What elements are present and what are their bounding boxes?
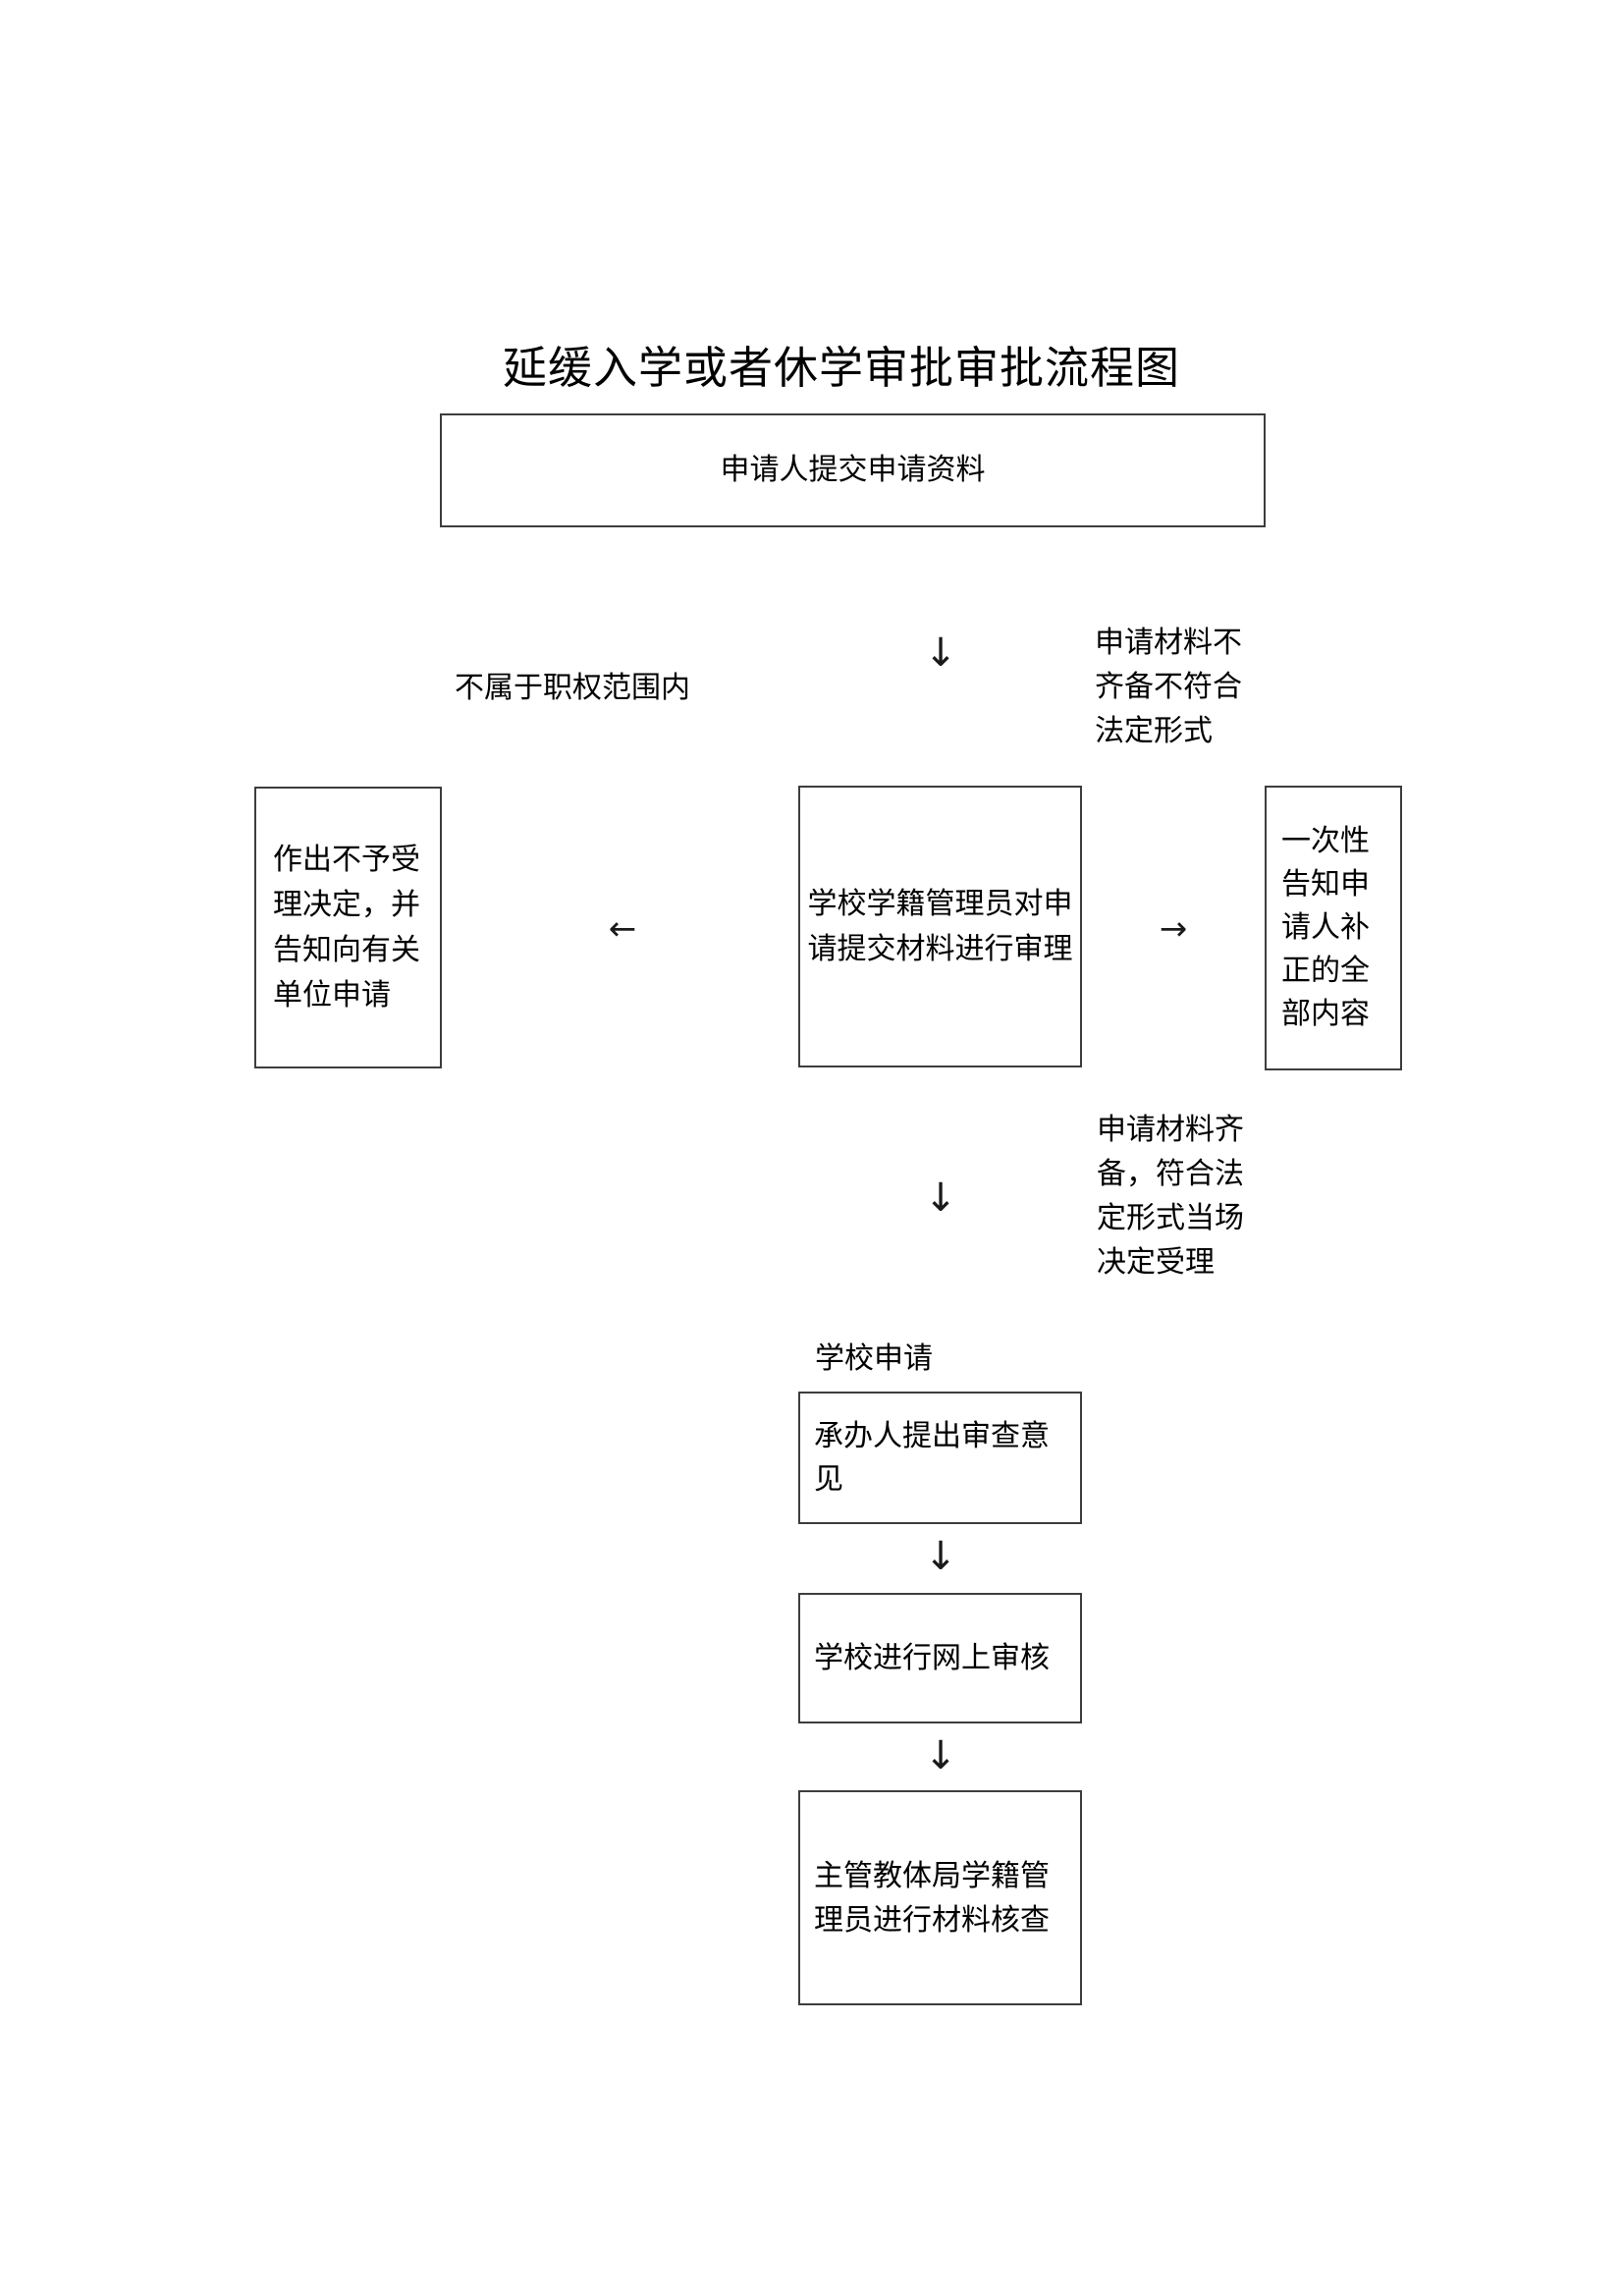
node-handler-opinion-label: 承办人提出审查意见 xyxy=(814,1419,1050,1496)
node-registrar-review: 学校学籍管理员对申请提交材料进行审理 xyxy=(798,786,1082,1067)
page-title: 延缓入学或者休学审批审批流程图 xyxy=(503,344,1181,393)
down-arrow-icon-2: ↓ xyxy=(924,1175,957,1221)
node-submit-application-label: 申请人提交申请资料 xyxy=(720,454,986,486)
branch-label-materials-incomplete: 申请材料不齐备不符合法定形式 xyxy=(1095,627,1242,747)
node-school-online-review: 学校进行网上审核 xyxy=(798,1593,1082,1723)
right-arrow-icon: → xyxy=(1159,909,1188,949)
down-arrow-icon-1: ↓ xyxy=(924,630,957,676)
node-reject-decision: 作出不予受理决定，并告知向有关单位申请 xyxy=(254,787,442,1068)
node-registrar-review-label: 学校学籍管理员对申请提交材料进行审理 xyxy=(807,887,1073,965)
node-school-online-review-label: 学校进行网上审核 xyxy=(814,1641,1050,1674)
node-submit-application: 申请人提交申请资料 xyxy=(440,413,1266,527)
node-onetime-notify: 一次性告知申请人补正的全部内容 xyxy=(1265,786,1402,1070)
down-arrow-icon-4: ↓ xyxy=(924,1733,957,1778)
branch-label-materials-complete: 申请材料齐备，符合法定形式当场决定受理 xyxy=(1097,1114,1244,1279)
branch-label-school-apply: 学校申请 xyxy=(815,1342,933,1375)
left-arrow-icon: ← xyxy=(608,909,637,949)
node-bureau-material-check-label: 主管教体局学籍管理员进行材料核查 xyxy=(814,1859,1050,1937)
node-bureau-material-check: 主管教体局学籍管理员进行材料核查 xyxy=(798,1790,1082,2005)
down-arrow-icon-3: ↓ xyxy=(924,1534,957,1579)
node-handler-opinion: 承办人提出审查意见 xyxy=(798,1392,1082,1524)
branch-label-not-in-authority: 不属于职权范围内 xyxy=(455,672,690,704)
node-onetime-notify-label: 一次性告知申请人补正的全部内容 xyxy=(1281,825,1370,1030)
node-reject-decision-label: 作出不予受理决定，并告知向有关单位申请 xyxy=(273,843,420,1011)
